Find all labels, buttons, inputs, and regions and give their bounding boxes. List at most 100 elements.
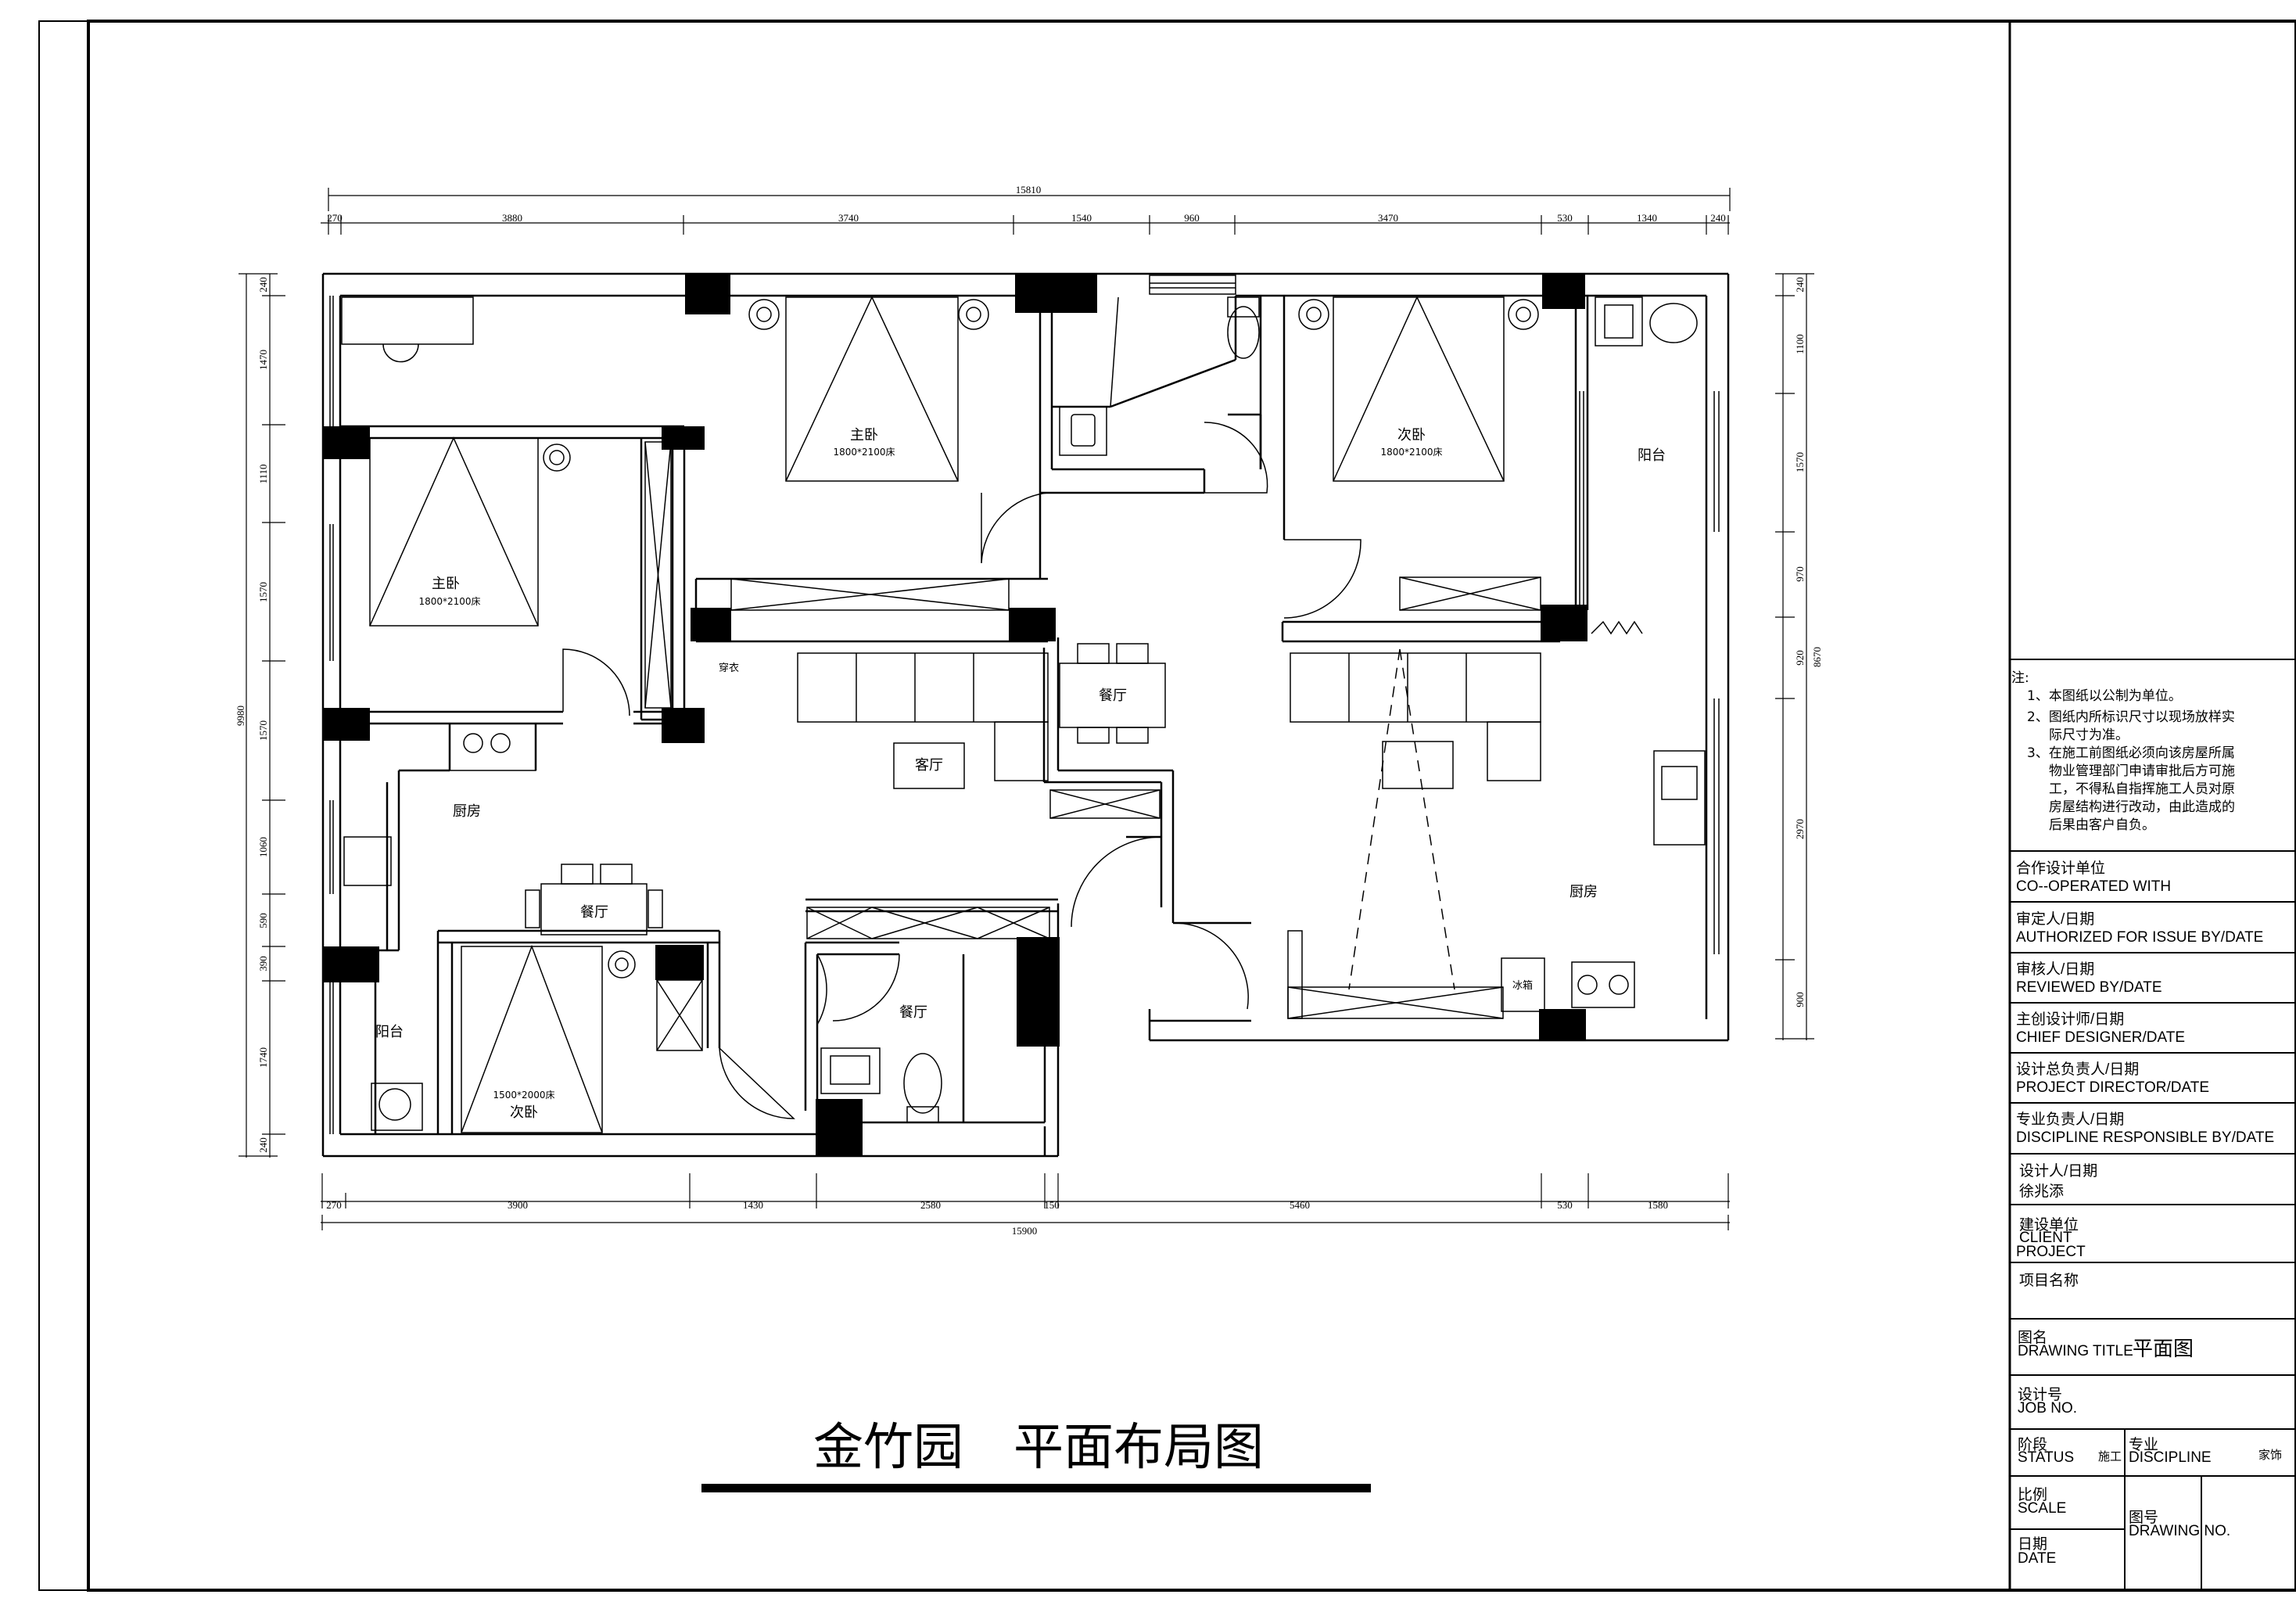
tb-auth-cn: 审定人/日期 (2016, 910, 2094, 928)
dim-left: 1470 (257, 350, 269, 370)
tb-disc-en: DISCIPLINE RESPONSIBLE BY/DATE (2016, 1129, 2274, 1146)
tb-rev-en: REVIEWED BY/DATE (2016, 979, 2162, 996)
drawing-title: 金竹园 平面布局图 (701, 1419, 1371, 1492)
dim-top: 3740 (838, 212, 859, 224)
room-label: 厨房 (453, 803, 481, 820)
dim-left: 1060 (257, 837, 269, 857)
dim-top: 3880 (502, 212, 522, 224)
dim-top: 530 (1557, 212, 1573, 224)
tb-dtitle-value: 平面图 (2133, 1337, 2194, 1360)
dim-top: 3470 (1378, 212, 1398, 224)
room-label: 餐厅 (1099, 688, 1127, 704)
note-line: 后果由客户自负。 (2049, 817, 2155, 833)
dim-left: 1110 (257, 464, 269, 483)
note-line: 3、在施工前图纸必须向该房屋所属 (2027, 745, 2235, 761)
tb-date-en: DATE (2018, 1550, 2056, 1567)
dim-top: 1340 (1637, 212, 1657, 224)
tb-job-en: JOB NO. (2018, 1400, 2077, 1417)
room-label: 阳台 (375, 1024, 404, 1040)
tb-dtitle-en: DRAWING TITLE (2018, 1343, 2133, 1359)
tb-dno-en: DRAWING NO. (2129, 1523, 2230, 1539)
tb-status-en: STATUS (2018, 1449, 2074, 1466)
dim-right: 1100 (1794, 334, 1806, 354)
tb-rev-cn: 审核人/日期 (2016, 961, 2094, 978)
room-label: 冰箱 (1512, 979, 1533, 992)
dim-top: 240 (1710, 212, 1726, 224)
dim-bottom: 150 (1044, 1199, 1060, 1211)
bed-label: 1800*2100床 (1380, 447, 1442, 458)
dim-bottom: 270 (326, 1199, 342, 1211)
room-label: 主卧 (850, 427, 878, 443)
dim-left: 1570 (257, 582, 269, 602)
dim-bottom: 5460 (1290, 1199, 1310, 1211)
drawing-title-text: 金竹园 平面布局图 (813, 1419, 1264, 1477)
tb-client-cn: 建设单位 (2019, 1216, 2079, 1234)
room-label: 客厅 (915, 757, 943, 774)
tb-status-value: 施工 (2098, 1450, 2122, 1463)
dimension-texts: 15810 270 3880 3740 1540 960 3470 530 13… (235, 184, 1823, 1237)
dimension-lines (239, 188, 1814, 1230)
tb-discipline-value: 家饰 (2258, 1449, 2282, 1462)
tb-status-cn: 阶段 (2018, 1436, 2047, 1453)
tb-chief-en: CHIEF DESIGNER/DATE (2016, 1029, 2185, 1046)
structural-columns (323, 274, 1587, 1156)
title-block: 合作设计单位 CO--OPERATED WITH 审定人/日期 AUTHORIZ… (2010, 850, 2296, 1590)
tb-job-cn: 设计号 (2018, 1386, 2062, 1403)
room-label: 主卧 (432, 576, 460, 592)
tb-dno-cn: 图号 (2129, 1510, 2158, 1526)
dim-left: 240 (257, 1137, 269, 1153)
room-label: 餐厅 (580, 904, 608, 921)
dim-right: 1570 (1794, 452, 1806, 472)
furniture (329, 275, 1720, 1134)
bed-label: 1800*2100床 (833, 447, 895, 458)
dim-bottom: 1580 (1648, 1199, 1668, 1211)
dim-right-total: 8670 (1811, 647, 1823, 667)
tb-discipline-en: DISCIPLINE (2129, 1449, 2212, 1466)
dim-left: 1740 (257, 1047, 269, 1068)
room-label: 厨房 (1570, 884, 1598, 900)
tb-date-cn: 日期 (2018, 1535, 2047, 1553)
dim-right: 900 (1794, 992, 1806, 1007)
sheet-border (38, 20, 2296, 1592)
dim-left: 240 (257, 277, 269, 293)
tb-pd-en: PROJECT DIRECTOR/DATE (2016, 1079, 2209, 1096)
room-label: 次卧 (1397, 427, 1426, 443)
dim-right: 970 (1794, 566, 1806, 582)
bed-label: 1500*2000床 (493, 1090, 554, 1101)
note-line: 际尺寸为准。 (2049, 727, 2129, 743)
note-line: 1、本图纸以公制为单位。 (2027, 688, 2182, 704)
tb-dtitle-cn: 图名 (2018, 1329, 2047, 1346)
room-label: 穿衣 (719, 662, 739, 674)
note-line: 房屋结构进行改动，由此造成的 (2049, 799, 2235, 815)
dim-bottom: 530 (1557, 1199, 1573, 1211)
tb-designer-name: 徐兆添 (2019, 1183, 2064, 1200)
tb-pd-cn: 设计总负责人/日期 (2016, 1061, 2139, 1078)
note-line: 物业管理部门申请审批后方可施 (2049, 763, 2235, 779)
dim-left: 1570 (257, 720, 269, 741)
bed-label: 1800*2100床 (418, 596, 480, 607)
note-line: 2、图纸内所标识尺寸以现场放样实 (2027, 709, 2235, 725)
tb-coop-en: CO--OPERATED WITH (2016, 878, 2171, 895)
tb-discipline-cn: 专业 (2129, 1436, 2158, 1453)
room-labels: 主卧 1800*2100床 次卧 1800*2100床 阳台 主卧 1800*2… (375, 427, 1666, 1121)
dim-bottom: 1430 (743, 1199, 763, 1211)
tb-chief-cn: 主创设计师/日期 (2016, 1011, 2124, 1028)
dim-left: 590 (257, 913, 269, 928)
room-label: 餐厅 (899, 1004, 927, 1021)
dim-top: 270 (327, 212, 343, 224)
room-label: 阳台 (1638, 447, 1666, 464)
dim-top: 1540 (1071, 212, 1092, 224)
notes-heading: 注: (2011, 670, 2029, 686)
room-label: 次卧 (510, 1104, 538, 1121)
dim-right: 920 (1794, 650, 1806, 666)
dim-left-total: 9980 (235, 706, 246, 726)
tb-project-cn: 项目名称 (2019, 1272, 2079, 1289)
tb-project-en: PROJECT (2016, 1244, 2086, 1260)
tb-scale-cn: 比例 (2018, 1486, 2047, 1503)
tb-coop-cn: 合作设计单位 (2016, 860, 2105, 877)
dim-right: 240 (1794, 277, 1806, 293)
dim-top: 960 (1184, 212, 1200, 224)
tb-client-en: CLIENT (2019, 1230, 2072, 1246)
dim-right: 2970 (1794, 819, 1806, 839)
